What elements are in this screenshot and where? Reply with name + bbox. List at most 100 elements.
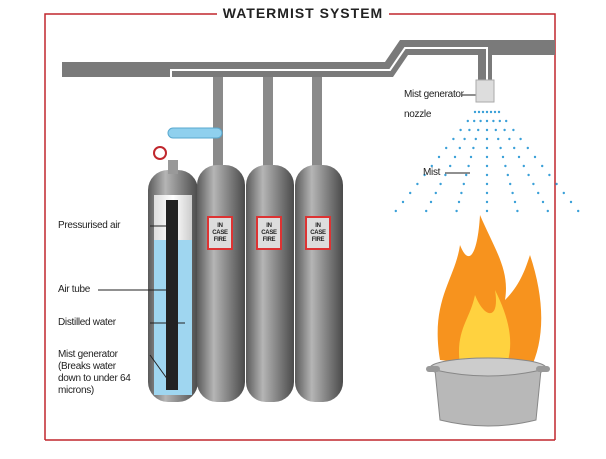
mist-droplet [489,110,493,114]
mist-droplet [452,137,455,141]
mist-droplet [485,209,489,213]
label-distilled-water: Distilled water [58,317,116,328]
mist-droplet [537,191,540,195]
diagram-title: WATERMIST SYSTEM [0,5,606,21]
mist-droplet [444,173,447,177]
mist-droplet [445,146,448,150]
mist-droplet [430,164,433,168]
label-nozzle-1: Mist generator [404,89,464,100]
mist-droplet [485,182,489,186]
mist-droplet [485,110,489,114]
mist-droplet [416,182,419,186]
mist-droplet [577,209,580,213]
mist-droplet [467,164,470,168]
main-pipe [62,40,555,77]
mist-droplet [506,173,509,177]
mist-droplet [511,191,514,195]
label-air-tube: Air tube [58,284,91,295]
mist-droplet [519,137,522,141]
mist-droplet [505,119,508,123]
mist-droplet [494,128,497,132]
mist-droplet [460,191,463,195]
pressure-gauge-icon [153,146,167,160]
sign-line-2: FIRE [262,237,276,243]
flow-arrow-path [170,47,488,140]
sign-line-1: IN CASE [212,223,228,236]
mist-droplet [439,182,442,186]
mist-droplet [465,173,468,177]
mist-droplet [401,200,405,204]
mist-droplet [469,155,473,159]
mist-droplet [453,155,457,159]
mist-droplet [485,146,489,150]
mist-droplet [462,182,465,186]
mist-droplet [472,146,475,150]
mist-droplet [498,119,501,123]
mist-droplet [485,119,489,123]
mist-droplet [503,128,506,132]
label-mist: Mist [423,167,441,178]
cylinder-transparent [148,160,198,402]
mist-droplet [449,164,452,168]
mist-droplet [512,128,515,132]
mist-droplet [459,128,462,132]
mist-droplet [455,209,458,213]
mist-droplet [477,128,480,132]
mist-droplet [485,164,489,168]
mist-droplet [522,164,525,168]
mist-droplet [466,119,469,123]
mist-droplet [533,155,537,159]
mist-droplet [532,182,535,186]
mist-nozzle [475,79,495,103]
cylinder-stem [263,77,273,167]
cylinder-signs [207,216,331,250]
mist-droplet [497,110,501,114]
mist-droplet [501,155,505,159]
mist-droplet [546,209,549,213]
mist-droplet [409,191,412,195]
mist-droplet [526,146,529,150]
mist-droplet [517,155,521,159]
cylinder-stem [312,77,322,167]
mist-droplet [485,200,489,204]
sign-line-2: FIRE [213,237,227,243]
label-mist-generator-note: (Breaks water down to under 64 microns) [58,361,131,396]
mist-droplet [513,146,516,150]
mist-droplet [562,191,565,195]
mist-droplet [429,200,433,204]
mist-droplet [485,173,489,177]
mist-droplet [485,155,489,159]
pot [434,369,542,427]
mist-droplet [468,128,471,132]
mist-droplet [513,200,517,204]
mist-droplet [497,137,500,141]
mist-droplet [394,209,397,213]
mist-droplet [508,137,511,141]
mist-droplet [527,173,530,177]
mist-spray [394,110,580,213]
mist-droplet [458,146,461,150]
mist-droplet [569,200,573,204]
mist-droplet [437,155,441,159]
mist-droplet [541,164,544,168]
mist-droplet [499,146,502,150]
sign-line-1: IN CASE [261,223,277,236]
mist-droplet [457,200,461,204]
mist-droplet [434,191,437,195]
mist-droplet [555,182,558,186]
mist-droplet [473,110,477,114]
sign-line-1: IN CASE [310,223,326,236]
blue-valve [167,127,223,139]
mist-droplet [485,191,489,195]
mist-droplet [509,182,512,186]
label-mist-generator: Mist generator [58,349,118,360]
mist-droplet [473,119,476,123]
cylinder-3 [246,165,294,402]
mist-droplet [477,110,481,114]
mist-droplet [463,137,466,141]
mist-droplet [423,173,426,177]
